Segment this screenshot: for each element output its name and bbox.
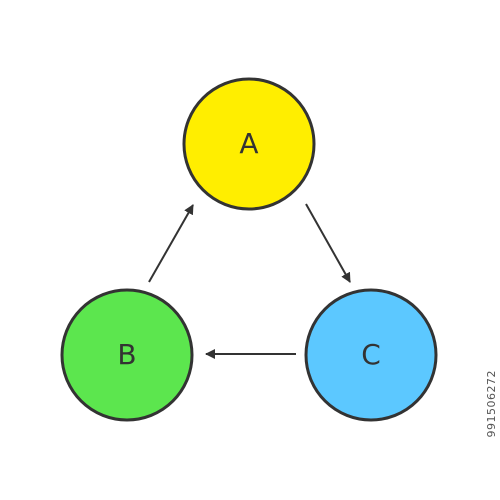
stock-id-watermark: 991506272 bbox=[485, 370, 498, 438]
node-c-label: C bbox=[361, 338, 381, 371]
edge-b-to-a bbox=[148, 204, 194, 283]
node-a-circle bbox=[182, 77, 316, 211]
node-c: C bbox=[304, 288, 438, 422]
node-a-label: A bbox=[239, 127, 258, 160]
edge-a-to-c bbox=[305, 203, 351, 283]
node-b: B bbox=[60, 288, 194, 422]
node-c-circle bbox=[304, 288, 438, 422]
node-b-circle bbox=[60, 288, 194, 422]
node-a: A bbox=[182, 77, 316, 211]
node-b-label: B bbox=[117, 338, 136, 371]
